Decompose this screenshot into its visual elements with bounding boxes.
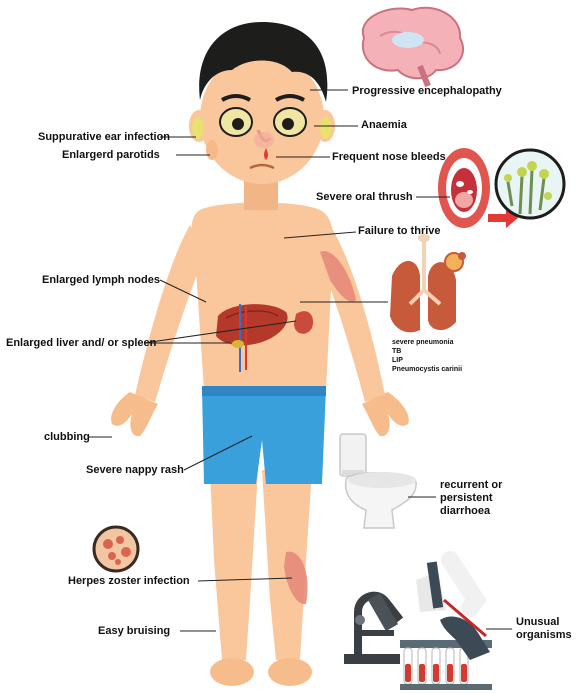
toilet-icon: [340, 434, 416, 528]
lung-condition-item: severe pneumonia: [392, 338, 453, 347]
label-liver-spleen: Enlarged liver and/ or spleen: [6, 337, 156, 350]
label-clubbing: clubbing: [44, 431, 90, 444]
label-anaemia: Anaemia: [361, 119, 407, 132]
label-organisms-2: organisms: [516, 629, 572, 642]
lung-condition-item: LIP: [392, 356, 403, 365]
lung-condition-item: Pneumocystis carinii: [392, 365, 462, 374]
nose-pink: [254, 132, 274, 148]
label-encephalopathy: Progressive encephalopathy: [352, 85, 502, 98]
shorts: [202, 388, 326, 484]
fungus-icon: [496, 150, 564, 218]
label-nappy-rash: Severe nappy rash: [86, 464, 184, 477]
left-pupil: [232, 118, 244, 130]
brain-icon: [363, 8, 463, 86]
label-nose-bleeds: Frequent nose bleeds: [332, 151, 446, 164]
spleen-icon: [294, 311, 313, 334]
waistband: [202, 386, 326, 396]
parotid-swelling: [206, 140, 218, 160]
left-ear-infection: [192, 117, 204, 139]
label-diarrhoea-2: persistent: [440, 492, 493, 505]
mouth-icon: [438, 148, 490, 228]
label-failure-to-thrive: Failure to thrive: [358, 225, 441, 238]
lungs-icon: [390, 234, 466, 332]
skin-lesion-icon: [94, 527, 138, 571]
label-parotids: Enlargerd parotids: [62, 149, 160, 162]
microscope-icon: [344, 593, 400, 664]
left-foot: [210, 658, 254, 686]
label-oral-thrush: Severe oral thrush: [316, 191, 413, 204]
torso: [191, 203, 334, 391]
left-leg: [210, 470, 258, 660]
right-foot: [268, 658, 312, 686]
label-diarrhoea-3: diarrhoea: [440, 505, 490, 518]
label-herpes: Herpes zoster infection: [68, 575, 190, 588]
right-ear-infection: [320, 117, 332, 139]
right-pupil: [282, 118, 294, 130]
label-organisms-1: Unusual: [516, 616, 559, 629]
label-diarrhoea-1: recurrent or: [440, 479, 502, 492]
label-bruising: Easy bruising: [98, 625, 170, 638]
label-lymph-nodes: Enlarged lymph nodes: [42, 274, 160, 287]
lung-condition-item: TB: [392, 347, 401, 356]
label-ear-infection: Suppurative ear infection: [38, 131, 170, 144]
